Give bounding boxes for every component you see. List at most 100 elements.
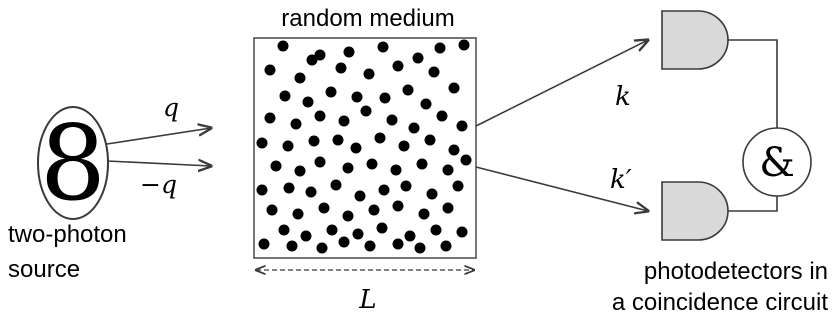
particle bbox=[379, 92, 391, 104]
particle bbox=[292, 208, 304, 220]
particle bbox=[416, 158, 428, 170]
particle bbox=[420, 98, 432, 110]
photodetector-bottom bbox=[661, 181, 729, 241]
particle bbox=[392, 238, 404, 250]
label-q: q bbox=[163, 93, 179, 122]
particle bbox=[338, 236, 350, 248]
particle bbox=[376, 222, 388, 234]
arrow-minus-q bbox=[106, 161, 211, 166]
arrow-q bbox=[106, 128, 211, 145]
particle bbox=[412, 52, 424, 64]
particle bbox=[363, 68, 375, 80]
particle bbox=[392, 60, 404, 72]
source-ellipse bbox=[37, 106, 109, 220]
particle bbox=[426, 188, 438, 200]
particle bbox=[279, 90, 291, 102]
particle bbox=[448, 144, 460, 156]
particle bbox=[456, 226, 468, 238]
particle bbox=[390, 164, 402, 176]
particle bbox=[378, 184, 390, 196]
particle bbox=[314, 110, 326, 122]
particle bbox=[270, 160, 282, 172]
two-photon-label-line1: two-photon bbox=[8, 221, 127, 248]
particle bbox=[277, 40, 289, 52]
label-L: L bbox=[358, 285, 376, 315]
particle bbox=[306, 54, 318, 66]
particle bbox=[325, 86, 337, 98]
particle bbox=[440, 240, 452, 252]
random-medium-label: random medium bbox=[281, 5, 454, 32]
particle bbox=[430, 224, 442, 236]
photodetectors-label-line1: photodetectors in bbox=[644, 258, 828, 285]
coincidence-gate bbox=[742, 127, 812, 197]
particle bbox=[456, 120, 468, 132]
particle bbox=[428, 66, 440, 78]
particle bbox=[418, 208, 430, 220]
particle bbox=[404, 230, 416, 242]
particle bbox=[414, 242, 426, 254]
particle bbox=[290, 118, 302, 130]
particle bbox=[400, 180, 412, 192]
particle bbox=[354, 190, 366, 202]
label-k-prime: k′ bbox=[610, 165, 632, 195]
particle bbox=[364, 240, 376, 252]
particle bbox=[460, 154, 472, 166]
particle bbox=[408, 122, 420, 134]
particle bbox=[442, 164, 454, 176]
arrow-k bbox=[475, 40, 648, 127]
particle bbox=[300, 230, 312, 242]
particle bbox=[342, 210, 354, 222]
particle bbox=[294, 72, 306, 84]
particle bbox=[330, 179, 342, 191]
label-minus-q: −q bbox=[140, 170, 177, 199]
scattering-particles bbox=[256, 39, 472, 254]
particle bbox=[264, 64, 276, 76]
particle bbox=[308, 135, 320, 147]
particle bbox=[402, 84, 414, 96]
particle bbox=[434, 42, 446, 54]
particle bbox=[264, 112, 276, 124]
photodetectors-label-line2: a coincidence circuit bbox=[612, 289, 828, 316]
particle bbox=[338, 115, 350, 127]
particle bbox=[424, 134, 436, 146]
particle bbox=[286, 240, 298, 252]
particle bbox=[335, 62, 347, 74]
particle bbox=[452, 180, 464, 192]
particle bbox=[266, 204, 278, 216]
particle bbox=[360, 105, 372, 117]
particle bbox=[458, 39, 470, 51]
particle bbox=[436, 110, 448, 122]
particle bbox=[294, 165, 306, 177]
particle bbox=[318, 202, 330, 214]
source-symbol: 8 bbox=[40, 102, 106, 224]
particle bbox=[282, 140, 294, 152]
particle bbox=[350, 142, 362, 154]
particle bbox=[316, 242, 328, 254]
particle bbox=[377, 41, 389, 53]
particle bbox=[398, 140, 410, 152]
particle bbox=[352, 228, 364, 240]
particle bbox=[351, 91, 363, 103]
label-k: k bbox=[615, 82, 631, 112]
particle bbox=[305, 186, 317, 198]
particle bbox=[256, 184, 268, 196]
particle bbox=[314, 156, 326, 168]
particle bbox=[366, 158, 378, 170]
particle bbox=[326, 224, 338, 236]
particle bbox=[332, 134, 344, 146]
particle bbox=[442, 202, 454, 214]
particle bbox=[278, 224, 290, 236]
particle bbox=[314, 49, 326, 61]
particle bbox=[386, 114, 398, 126]
particle bbox=[392, 200, 404, 212]
particle bbox=[368, 204, 380, 216]
wire-top bbox=[728, 39, 778, 128]
two-photon-source: 8 bbox=[37, 102, 109, 224]
wire-bottom bbox=[728, 196, 778, 212]
particle bbox=[342, 162, 354, 174]
photodetector-top bbox=[661, 10, 729, 70]
particle bbox=[302, 96, 314, 108]
particle bbox=[448, 82, 460, 94]
arrow-k-prime bbox=[475, 166, 648, 211]
